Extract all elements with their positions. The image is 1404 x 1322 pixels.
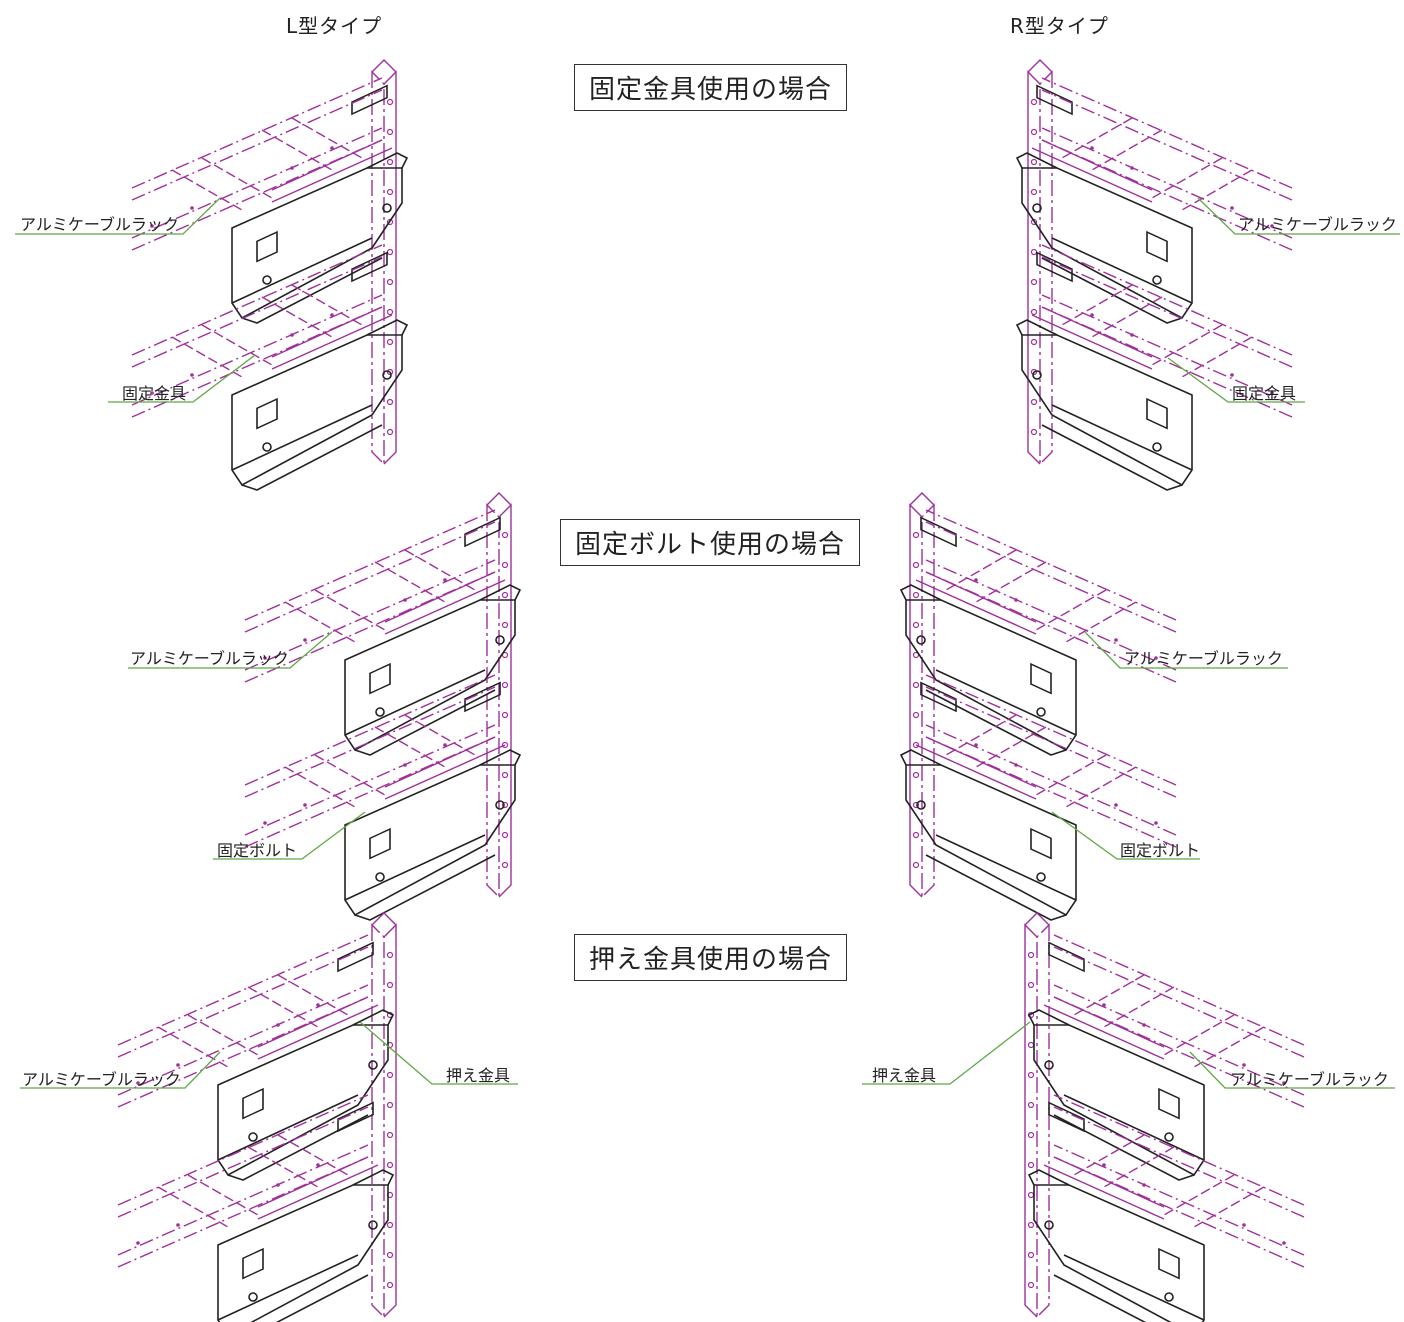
section2-callout-part-left: 固定ボルト: [217, 841, 298, 860]
section1-callout-part-left: 固定金具: [122, 384, 187, 403]
section1-title: 固定金具使用の場合: [574, 64, 848, 111]
section3-right-diagram: [1024, 912, 1305, 1322]
leader-lines: [15, 197, 1400, 1089]
section3-callout-rack-right: アルミケーブルラック: [1230, 1070, 1389, 1089]
section3-callout-part-left: 押え金具: [446, 1066, 511, 1085]
section3-callout-rack-left: アルミケーブルラック: [22, 1070, 181, 1089]
section3-left-diagram: [117, 912, 397, 1322]
section2-title: 固定ボルト使用の場合: [560, 519, 861, 566]
column-header-right: R型タイプ: [1010, 14, 1109, 38]
section2-callout-rack-right: アルミケーブルラック: [1124, 649, 1283, 668]
section3-callout-part-right: 押え金具: [872, 1066, 937, 1085]
section1-callout-rack-right: アルミケーブルラック: [1238, 215, 1397, 234]
section3-title: 押え金具使用の場合: [574, 934, 848, 981]
section2-callout-rack-left: アルミケーブルラック: [130, 649, 289, 668]
section1-callout-rack-left: アルミケーブルラック: [20, 215, 179, 234]
section2-callout-part-right: 固定ボルト: [1120, 841, 1201, 860]
column-header-left: L型タイプ: [286, 14, 383, 38]
section1-callout-part-right: 固定金具: [1232, 384, 1297, 403]
section1-left-diagram: [131, 59, 408, 491]
section1-right-diagram: [1016, 59, 1293, 491]
